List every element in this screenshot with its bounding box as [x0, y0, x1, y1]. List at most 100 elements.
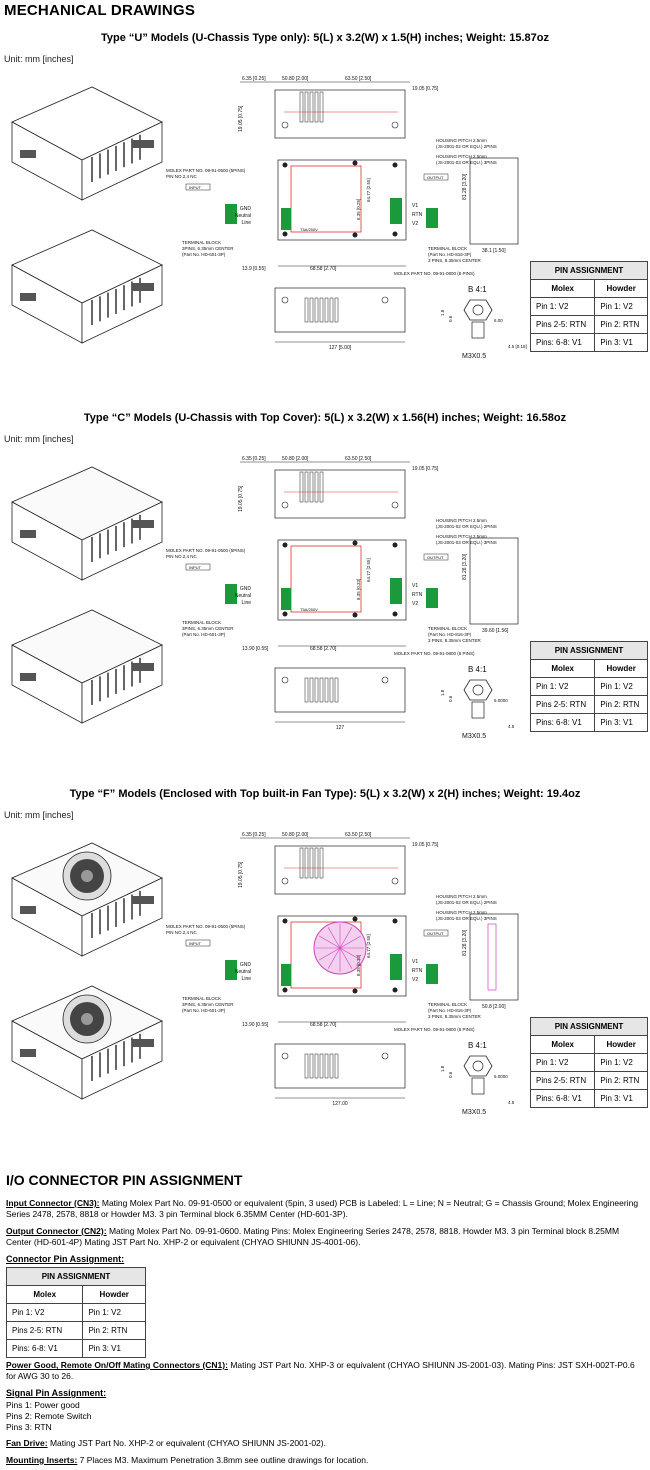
line-label: Line — [242, 220, 252, 226]
mount-hole — [281, 296, 289, 304]
terminal-block-output — [426, 964, 438, 984]
molex-output-label: MOLEX PART NO. 09-91-0800 (8 PINS) — [394, 271, 475, 276]
terminal-block-output — [426, 588, 438, 608]
heatsink-fin — [304, 471, 309, 503]
terminal-block-out-label: TERMINAL BLOCK — [428, 626, 467, 631]
dim-label: 39.60 [1.56] — [482, 628, 509, 634]
pcb-outline — [277, 539, 407, 621]
power-good-text: Power Good, Remote On/Off Mating Connect… — [6, 1360, 646, 1382]
mount-hole — [391, 877, 399, 885]
terminal-block-label: TERMINAL BLOCK — [182, 620, 221, 625]
v1-label: V1 — [412, 959, 418, 965]
dim-label: 6.0000 — [494, 698, 508, 703]
gnd-label: GND — [240, 586, 252, 592]
v2-label: V2 — [412, 977, 418, 983]
connector-block — [132, 520, 154, 528]
housing-label: HOUSING PITCH 2.5mm — [436, 894, 487, 899]
input-connector-text: Input Connector (CN3): Mating Molex Part… — [6, 1198, 646, 1220]
terminal-block — [20, 293, 36, 301]
screw-label: M3X0.5 — [462, 1109, 486, 1116]
dim-label: 4.5 — [508, 724, 515, 729]
standoff — [392, 918, 398, 924]
insert-body — [471, 1077, 485, 1095]
side-view-right — [469, 913, 519, 1001]
housing-spec: (JS-2001-02 OR EQU.) 2PINS — [436, 144, 497, 149]
heatsink-fin — [319, 1053, 324, 1079]
output-label: OUTPUT — [427, 931, 444, 936]
housing-spec: (JS-2001-03 OR EQU.) 3PINS — [436, 540, 497, 545]
terminal-block-out-label: TERMINAL BLOCK — [428, 246, 467, 251]
dim-label: 1.8 — [440, 309, 445, 316]
thread-hole — [472, 1060, 484, 1072]
heatsink-fin — [319, 847, 324, 879]
housing-spec: (JS-2001-03 OR EQU.) 3PINS — [436, 160, 497, 165]
pin-table-cell: Pin 3: V1 — [594, 333, 648, 352]
terminal-block — [20, 150, 36, 158]
dim-label: 19.05 [0.75] — [412, 842, 439, 848]
mount-hole — [281, 121, 289, 129]
dim-label: 127.00 — [332, 1101, 348, 1107]
heatsink-fin — [314, 677, 319, 703]
heatsink-fin — [314, 471, 319, 503]
dim-label: 13.9 [0.55] — [242, 266, 266, 272]
rtn-label: RTN — [412, 592, 423, 598]
dim-label: 4.5 — [508, 1100, 515, 1105]
side-view-right — [469, 537, 519, 625]
unit-label: Unit: mm [inches] — [4, 810, 74, 820]
input-box — [185, 183, 211, 191]
line-label: Line — [242, 976, 252, 982]
dim-label: 81.28 [3.20] — [462, 173, 468, 200]
standoff — [352, 540, 358, 546]
standoff — [392, 611, 398, 617]
fan-hub — [81, 1013, 93, 1025]
output-connector — [390, 954, 402, 980]
terminal-block-label: TERMINAL BLOCK — [182, 996, 221, 1001]
dim-label: 19.05 [0.75] — [412, 86, 439, 92]
heatsink-fin — [314, 297, 319, 323]
dim-label: 13.90 [0.55] — [242, 1022, 269, 1028]
input-connector-label: Input Connector (CN3): — [6, 1198, 100, 1208]
pcb-component-area — [290, 545, 362, 613]
dim-label: 1.8 — [440, 689, 445, 696]
fan-blade — [327, 927, 341, 949]
heatsink-fin — [304, 677, 309, 703]
heatsink-fin — [324, 297, 329, 323]
v2-label: V2 — [412, 601, 418, 607]
terminal-block — [20, 673, 36, 681]
io-heading: I/O CONNECTOR PIN ASSIGNMENT — [6, 1172, 243, 1188]
fan-hub — [81, 870, 93, 882]
pin-table-cell: Pin 2: RTN — [82, 1321, 146, 1340]
power-good-label: Power Good, Remote On/Off Mating Connect… — [6, 1360, 228, 1370]
fuse-label: T5A/250V — [300, 227, 318, 232]
connector-block — [132, 1039, 154, 1047]
output-box — [423, 173, 449, 181]
heatsink-fin — [309, 91, 314, 123]
terminal-block-input — [225, 204, 237, 224]
dim-label: 6.00 — [494, 318, 503, 323]
neutral-label: Neutral — [235, 593, 251, 599]
input-box — [185, 939, 211, 947]
heatsink-fin — [314, 91, 319, 123]
standoff — [392, 231, 398, 237]
dim-label: 13.90 [0.55] — [242, 646, 269, 652]
terminal-block-spec: 3PINS, 6.35mm CENTER — [182, 246, 234, 251]
terminal-block-out-part: (Part No. HD-816-3P) — [428, 632, 472, 637]
fan-side — [487, 923, 497, 991]
standoff — [352, 612, 358, 618]
heatsink-fin — [324, 677, 329, 703]
standoff — [392, 162, 398, 168]
terminal-block-out-spec: 3 PINS, 8.35mm CENTER — [428, 258, 482, 263]
pcb-component-area — [290, 165, 362, 233]
heatsink-fin — [334, 297, 339, 323]
heatsink-fin — [319, 91, 324, 123]
dim-label: 63.50 [2.50] — [345, 76, 372, 82]
input-label: INPUT — [189, 565, 202, 570]
connector-pin-heading: Connector Pin Assignment: — [6, 1254, 125, 1264]
housing-label: HOUSING PITCH 2.5mm — [436, 534, 487, 539]
dim-label: 127 — [336, 725, 345, 731]
dim-label: 1.8 — [440, 1065, 445, 1072]
terminal-block-out-part: (Part No. HD-816-3P) — [428, 1008, 472, 1013]
pin-table-title: PIN ASSIGNMENT — [6, 1267, 146, 1286]
